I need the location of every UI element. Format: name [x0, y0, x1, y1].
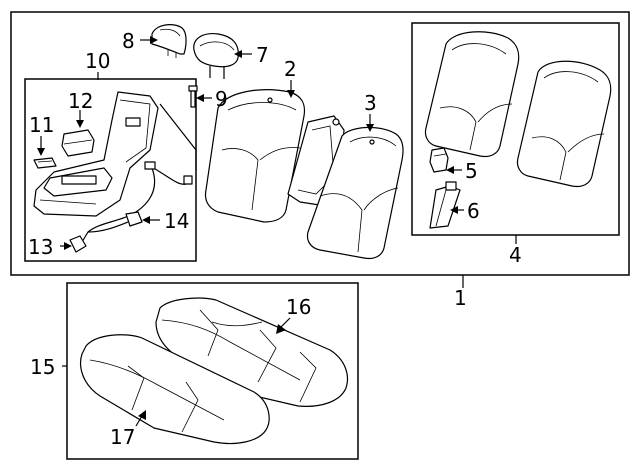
block-part-12 [61, 129, 95, 157]
headrest-part-7 [193, 33, 239, 79]
callout-17: 17 [110, 425, 135, 449]
callout-7: 7 [256, 43, 269, 67]
bolt-part-9 [188, 85, 198, 108]
armrest-part-10 [33, 91, 159, 217]
cushion-subassembly-frame [66, 282, 359, 460]
bracket-part-6 [429, 181, 461, 229]
callout-leaders [37, 36, 517, 427]
callout-11: 11 [29, 113, 54, 137]
callout-2: 2 [284, 57, 297, 81]
callout-5: 5 [465, 159, 478, 183]
clip-part-5 [429, 147, 449, 173]
backrest-part-2 [204, 89, 306, 223]
callout-12: 12 [68, 89, 93, 113]
callout-10: 10 [85, 49, 110, 73]
callout-16: 16 [286, 295, 311, 319]
pad-part-11 [33, 157, 57, 169]
callout-1: 1 [454, 286, 467, 310]
callout-9: 9 [215, 87, 228, 111]
callout-3: 3 [364, 91, 377, 115]
headrest-part-8 [151, 24, 187, 58]
backrest-cover-part-4 [424, 31, 612, 188]
callout-4: 4 [509, 243, 522, 267]
callout-14: 14 [164, 209, 189, 233]
callout-6: 6 [467, 199, 480, 223]
callout-labels: 1 2 3 4 5 6 7 8 9 10 11 12 13 14 15 16 1… [28, 29, 522, 449]
backrest-cover-part-3 [306, 126, 404, 260]
cushion-cover-part-17 [79, 334, 270, 445]
cushion-part-16 [155, 297, 349, 407]
callout-15: 15 [30, 355, 55, 379]
callout-8: 8 [122, 29, 135, 53]
connector-part-14 [125, 211, 143, 227]
main-assembly-frame [10, 11, 630, 276]
callout-13: 13 [28, 235, 53, 259]
